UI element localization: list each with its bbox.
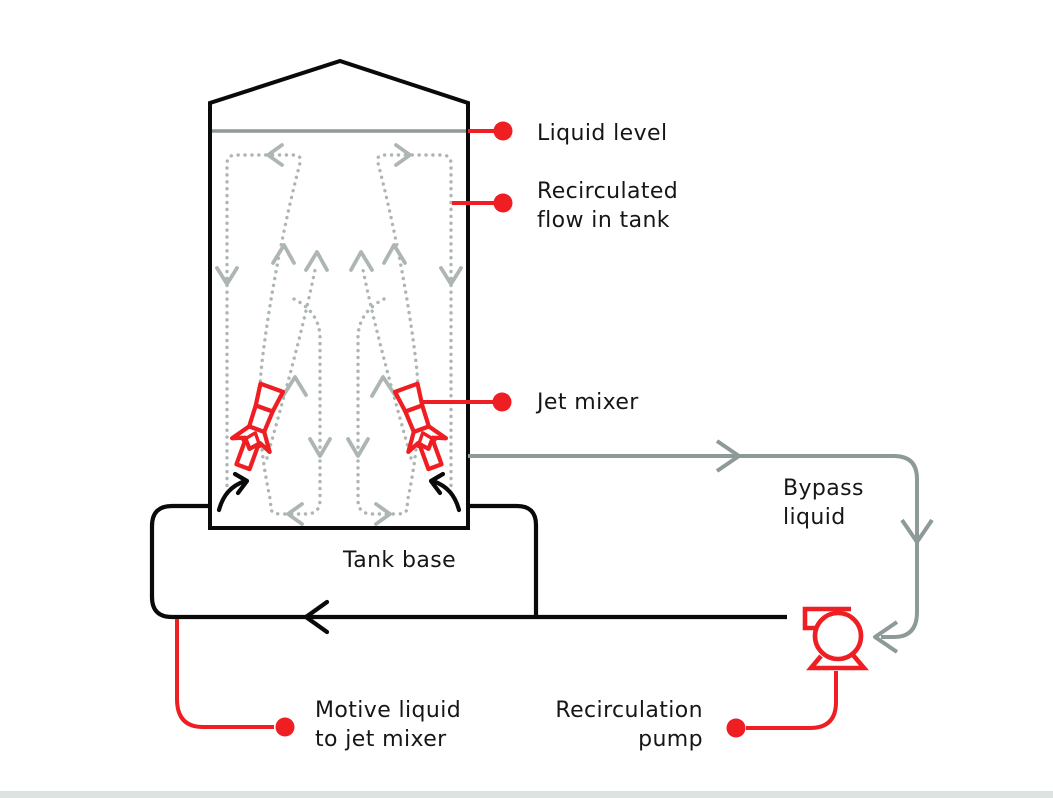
liquid-level-label: Liquid level [537, 121, 668, 146]
jet-mixer-skirt [406, 424, 449, 455]
recirculated-flow-pattern [215, 143, 463, 526]
motive-liquid-label-line2: to jet mixer [315, 727, 447, 752]
jet-mixer-skirt [229, 424, 272, 455]
pipe-flow-arrow-left [303, 599, 330, 635]
flow-arrow-right-center-down [346, 437, 370, 458]
jet-mixer-diffuser [392, 381, 425, 414]
motive-liquid-piping [149, 471, 787, 635]
bypass-liquid-label-line2: liquid [783, 505, 846, 530]
bypass-arrow-into-pump [873, 620, 899, 654]
recirculated-flow-label: Recirculated flow in tank [537, 177, 678, 235]
callout-dot-recirculated-flow [493, 193, 513, 213]
jet-mixer-suction-arrow [241, 431, 262, 448]
bypass-arrow-down [900, 518, 934, 544]
tank-inlet-arrow-right [430, 478, 462, 513]
tank-inlet-arrowhead-left [232, 471, 250, 496]
flow-arrow-left-jet-mid [281, 375, 308, 398]
jet-mixer-label: Jet mixer [537, 390, 639, 415]
motive-liquid-label: Motive liquid to jet mixer [315, 696, 461, 754]
pump-outlet [802, 606, 851, 631]
recirculated-flow-label-line1: Recirculated [537, 179, 679, 204]
callout-leaders [175, 121, 838, 738]
bypass-arrow-right [715, 439, 741, 473]
flow-arrow-left-rise [271, 243, 296, 265]
jet-mixer-suction-arrow [416, 431, 437, 448]
leader-motive-liquid [175, 619, 274, 729]
bypass-liquid-label-line1: Bypass [783, 476, 864, 501]
motive-liquid-label-line1: Motive liquid [315, 698, 462, 723]
recirculated-flow-label-line2: flow in tank [537, 208, 670, 233]
bypass-line [468, 439, 934, 654]
flow-jet-right [360, 263, 413, 460]
flow-jet-left [265, 263, 318, 460]
flow-arrow-right-jet-top [349, 250, 374, 272]
pipe-main-loop [149, 503, 787, 620]
bypass-pipe [468, 454, 919, 639]
callout-dot-recirculation-pump [726, 718, 746, 738]
bypass-liquid-label: Bypass liquid [783, 474, 864, 532]
flow-arrow-left-jet-top [304, 250, 329, 272]
callout-dot-jet-mixer [492, 392, 512, 412]
pump-base [806, 653, 869, 671]
pipe-right-riser [468, 503, 539, 615]
flow-arrow-right-top [394, 143, 412, 167]
flow-arrow-right-rise [382, 243, 407, 265]
leader-recirculation-pump [746, 671, 838, 730]
flow-arrow-right-wall-down [439, 266, 463, 286]
tank-base-label: Tank base [343, 548, 456, 573]
flow-arrow-left-center-down [308, 437, 332, 458]
tank-inlet-arrow-left [216, 478, 248, 513]
flow-arrow-left-bottom [286, 502, 304, 526]
flow-arrow-right-jet-mid [370, 375, 397, 398]
tank-outline [208, 58, 470, 530]
flow-arrow-left-wall-down [215, 266, 239, 286]
flow-arrow-right-bottom [374, 502, 392, 526]
jet-mixer-diffuser [253, 381, 286, 414]
recirculation-pump-label-line1: Recirculation [555, 698, 703, 723]
callout-dot-liquid-level [493, 121, 513, 141]
pump-casing [812, 610, 864, 662]
footer-bar [0, 791, 1053, 798]
recirculation-pump-label-line2: pump [638, 727, 703, 752]
jet-mixer-icon-right [392, 381, 449, 472]
recirculation-pump-label: Recirculation pump [460, 696, 703, 754]
flow-arrow-left-top [266, 143, 284, 167]
jet-mixer-icon-left [229, 381, 286, 472]
tank-inlet-arrowhead-right [428, 471, 446, 496]
callout-dot-motive-liquid [275, 717, 295, 737]
centrifugal-pump-icon [802, 606, 869, 671]
